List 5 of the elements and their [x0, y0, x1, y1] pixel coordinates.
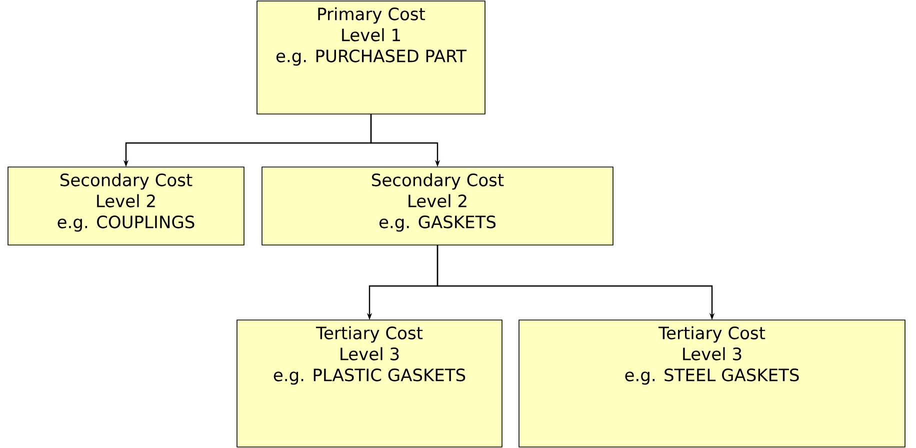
cost-box: Primary Cost Level 1 e.g. PURCHASED PART	[256, 0, 486, 114]
cost-box: Tertiary Cost Level 3 e.g. PLASTIC GASKETS	[236, 320, 502, 448]
cost-box: Secondary Cost Level 2 e.g. COUPLINGS	[8, 166, 244, 246]
cost-box: Tertiary Cost Level 3 e.g. STEEL GASKETS	[518, 320, 906, 448]
cost-box: Secondary Cost Level 2 e.g. GASKETS	[262, 166, 614, 246]
